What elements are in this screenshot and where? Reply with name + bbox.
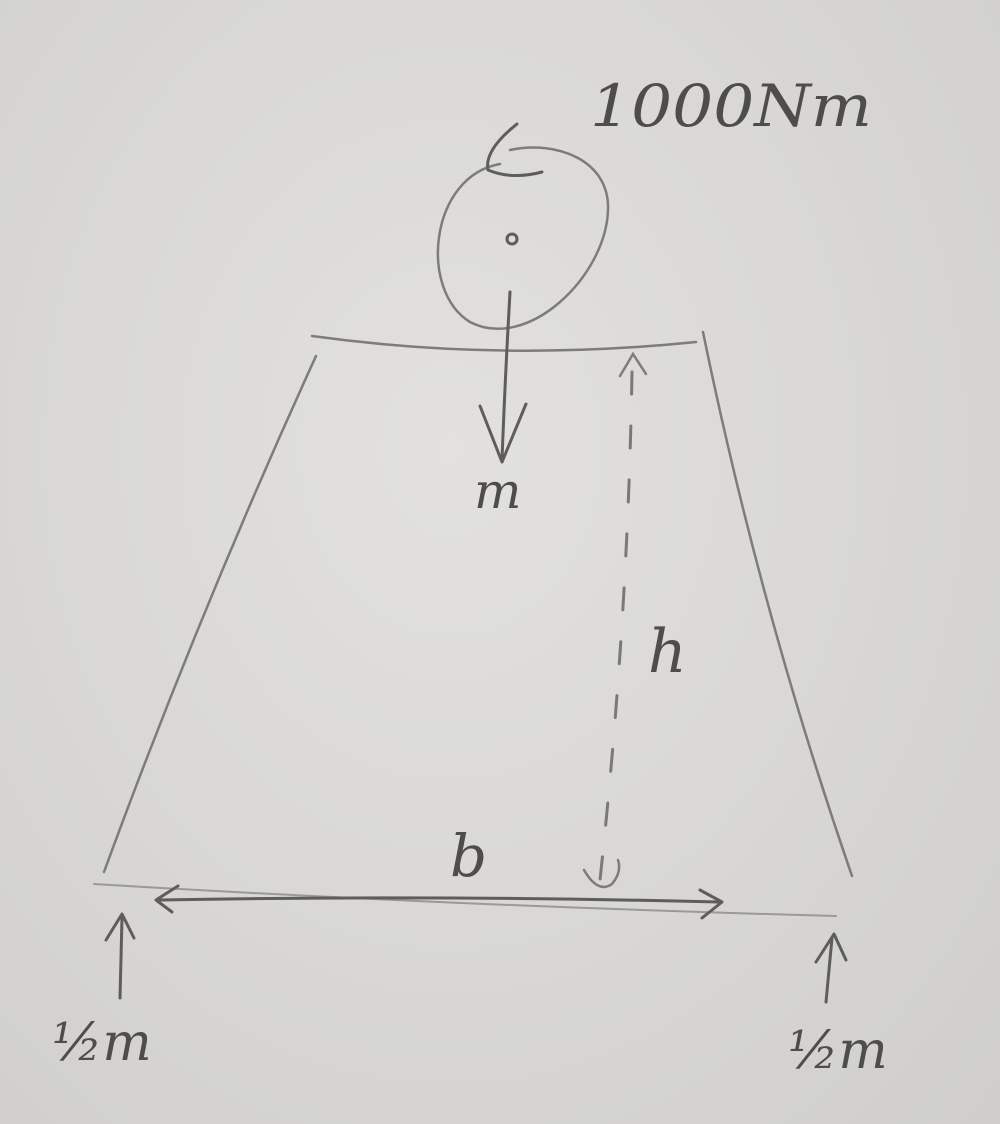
weight-arrow-shaft: [500, 290, 512, 462]
right-reaction-label: ½m: [788, 1021, 888, 1081]
right-reaction-arrow: [814, 932, 848, 1004]
moment-circle: [436, 146, 610, 330]
left-edge: [102, 354, 318, 874]
weight-label: m: [474, 462, 521, 520]
height-dashed-line: [598, 370, 634, 882]
left-reaction-arrow: [104, 912, 136, 1000]
height-label: h: [648, 617, 687, 687]
trapezoid-body: [93, 330, 854, 917]
right-reaction-head: [814, 932, 848, 964]
right-edge: [701, 330, 854, 878]
bottom-edge: [93, 883, 837, 917]
base-arrow-right: [698, 888, 724, 920]
base-label: b: [450, 822, 487, 890]
height-arrow-top: [618, 351, 648, 378]
left-reaction-shaft: [118, 916, 124, 1000]
moment-symbol: [436, 122, 610, 330]
moment-label: 1000Nm: [590, 72, 872, 140]
base-arrow-left: [154, 884, 180, 914]
centre-point: [505, 232, 519, 246]
weight-arrow: [478, 290, 528, 464]
right-reaction-shaft: [824, 936, 834, 1004]
weight-arrow-head: [478, 402, 528, 464]
moment-arrowhead: [486, 122, 544, 177]
left-reaction-label: ½m: [52, 1013, 152, 1073]
base-line: [158, 896, 720, 904]
base-dimension: [154, 884, 724, 920]
height-dimension: [582, 351, 648, 889]
top-edge: [310, 334, 698, 352]
left-reaction-head: [104, 912, 136, 942]
height-arrow-bottom: [582, 858, 621, 889]
